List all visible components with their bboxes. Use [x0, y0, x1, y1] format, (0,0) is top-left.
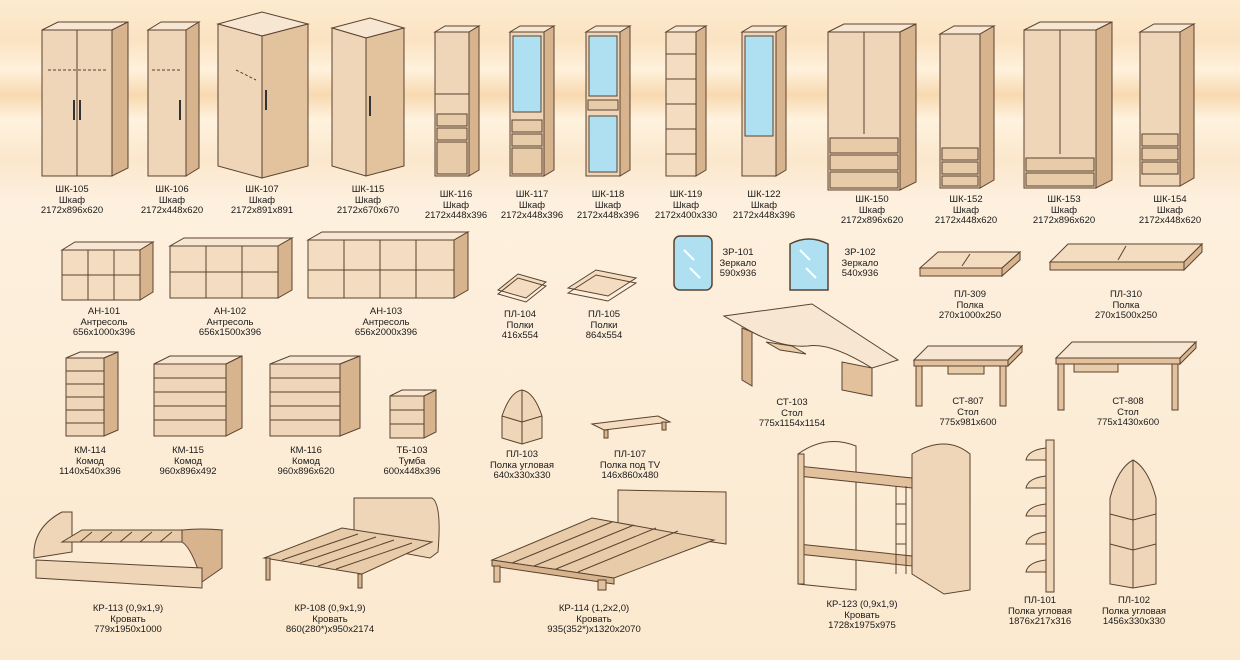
desk-st807-image [912, 344, 1024, 408]
shelf-pl309-image [918, 248, 1022, 282]
wardrobe-shk116-image [433, 24, 481, 178]
mezzanine-an103-image [306, 230, 470, 300]
wardrobe-shk154-image [1138, 22, 1196, 188]
wardrobe-shk107-image [216, 10, 310, 180]
desk-st808-image [1054, 340, 1198, 412]
tv-shelf-pl107-image [590, 414, 672, 440]
shelves-pl105-image [566, 268, 638, 302]
nightstand-tb103-image [388, 388, 438, 440]
wardrobe-shk105-image [40, 20, 130, 178]
chest-km116-image [268, 354, 362, 440]
wardrobe-shk122-image [740, 24, 788, 178]
wardrobe-shk152-image [938, 24, 996, 190]
bunk-bed-kr123-image [796, 434, 972, 595]
wardrobe-shk119-image [664, 24, 708, 178]
chest-km114-image [64, 350, 120, 440]
corner-shelf-pl103-image [500, 388, 544, 446]
wardrobe-shk118-image [584, 24, 632, 178]
wardrobe-shk150-image [826, 22, 918, 192]
mirror-zr102-image [788, 234, 830, 292]
corner-shelf-pl102-image [1108, 458, 1158, 590]
corner-shelf-pl101-image [1022, 438, 1058, 594]
chest-km115-image [152, 354, 244, 440]
bed-kr114-image [488, 488, 730, 592]
mezzanine-an101-image [60, 240, 155, 302]
mezzanine-an102-image [168, 236, 294, 300]
mirror-zr101-image [672, 234, 714, 292]
wardrobe-shk117-image [508, 24, 556, 178]
shelf-pl310-image [1048, 240, 1204, 276]
shelves-pl104-image [496, 272, 548, 303]
bed-kr113-image [32, 508, 224, 592]
wardrobe-shk153-image [1022, 20, 1114, 190]
desk-st103-image [722, 302, 900, 398]
bed-kr108-image [262, 494, 444, 590]
wardrobe-shk106-image [146, 20, 201, 178]
wardrobe-shk115-image [330, 16, 406, 178]
